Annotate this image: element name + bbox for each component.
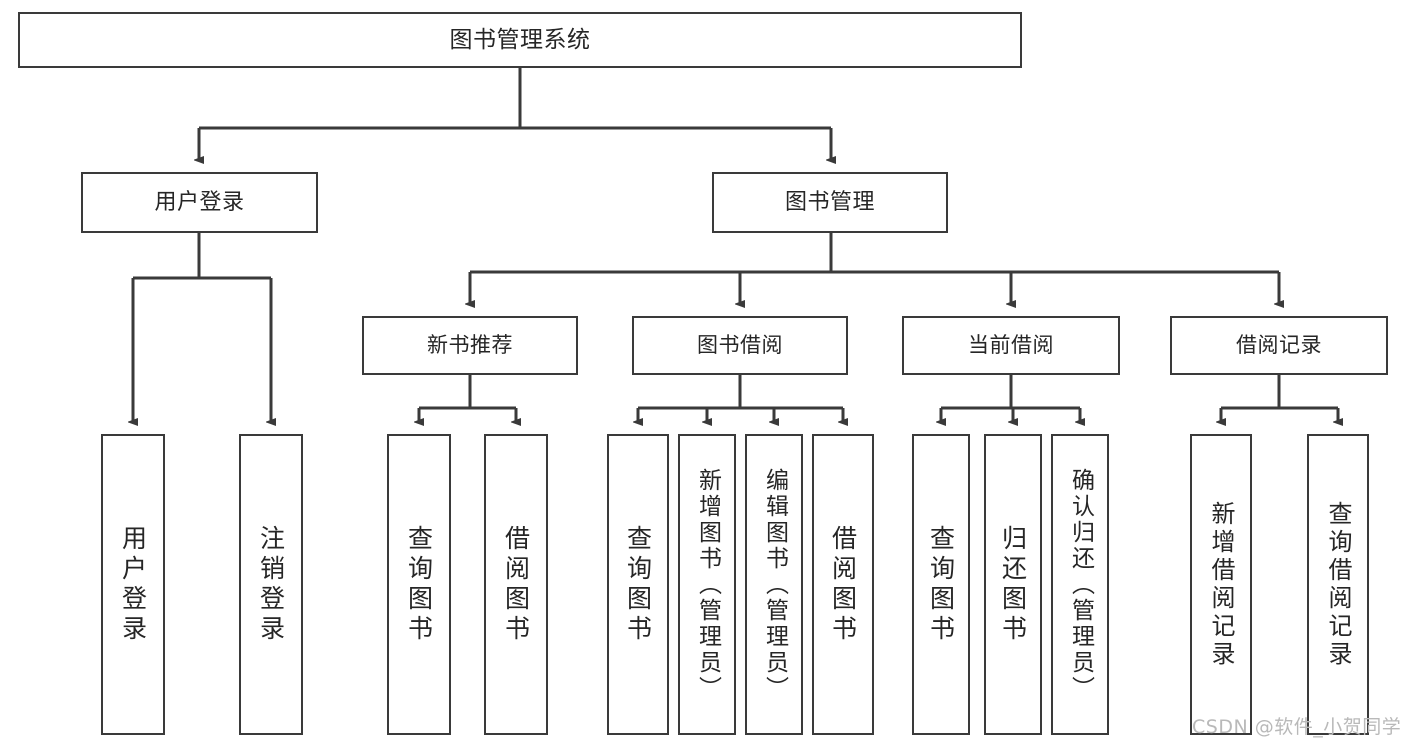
leaf-borrow-book-bb-label: 借阅图书 xyxy=(828,524,858,645)
leaf-add-book-admin[interactable]: 新增图书（管理员） xyxy=(678,434,736,735)
leaf-query-book-cb[interactable]: 查询图书 xyxy=(912,434,970,735)
node-book-management-label: 图书管理 xyxy=(784,189,875,215)
node-book-borrow-label: 图书借阅 xyxy=(697,333,783,358)
leaf-return-book-label: 归还图书 xyxy=(998,524,1028,645)
node-root[interactable]: 图书管理系统 xyxy=(18,12,1022,68)
node-borrow-record[interactable]: 借阅记录 xyxy=(1170,316,1388,375)
leaf-logout[interactable]: 注销登录 xyxy=(239,434,303,735)
node-current-borrow-label: 当前借阅 xyxy=(968,333,1054,358)
node-book-management[interactable]: 图书管理 xyxy=(712,172,948,233)
leaf-query-borrow-record-label: 查询借阅记录 xyxy=(1324,500,1352,669)
csdn-watermark: CSDN @软件_小贺同学 xyxy=(1192,716,1402,738)
node-current-borrow[interactable]: 当前借阅 xyxy=(902,316,1120,375)
leaf-query-book-cb-label: 查询图书 xyxy=(926,524,956,645)
leaf-add-borrow-record[interactable]: 新增借阅记录 xyxy=(1190,434,1252,735)
node-user-login-label: 用户登录 xyxy=(154,189,245,215)
leaf-add-borrow-record-label: 新增借阅记录 xyxy=(1207,500,1235,669)
leaf-query-book-bb-label: 查询图书 xyxy=(623,524,653,645)
leaf-user-login[interactable]: 用户登录 xyxy=(101,434,165,735)
leaf-query-book-nbr-label: 查询图书 xyxy=(404,524,434,645)
leaf-logout-label: 注销登录 xyxy=(256,524,286,645)
leaf-return-book[interactable]: 归还图书 xyxy=(984,434,1042,735)
leaf-confirm-return-admin[interactable]: 确认归还（管理员） xyxy=(1051,434,1109,735)
leaf-query-book-nbr[interactable]: 查询图书 xyxy=(387,434,451,735)
leaf-user-login-label: 用户登录 xyxy=(118,524,148,645)
leaf-query-book-bb[interactable]: 查询图书 xyxy=(607,434,669,735)
leaf-borrow-book-nbr[interactable]: 借阅图书 xyxy=(484,434,548,735)
leaf-edit-book-admin[interactable]: 编辑图书（管理员） xyxy=(745,434,803,735)
leaf-add-book-admin-label: 新增图书（管理员） xyxy=(694,467,721,702)
leaf-query-borrow-record[interactable]: 查询借阅记录 xyxy=(1307,434,1369,735)
node-user-login[interactable]: 用户登录 xyxy=(81,172,318,233)
node-new-book-recommend-label: 新书推荐 xyxy=(427,333,513,358)
node-book-borrow[interactable]: 图书借阅 xyxy=(632,316,848,375)
leaf-borrow-book-nbr-label: 借阅图书 xyxy=(501,524,531,645)
leaf-edit-book-admin-label: 编辑图书（管理员） xyxy=(761,467,788,702)
node-new-book-recommend[interactable]: 新书推荐 xyxy=(362,316,578,375)
leaf-borrow-book-bb[interactable]: 借阅图书 xyxy=(812,434,874,735)
leaf-confirm-return-admin-label: 确认归还（管理员） xyxy=(1067,467,1094,702)
node-root-label: 图书管理系统 xyxy=(449,26,591,53)
node-borrow-record-label: 借阅记录 xyxy=(1236,333,1322,358)
